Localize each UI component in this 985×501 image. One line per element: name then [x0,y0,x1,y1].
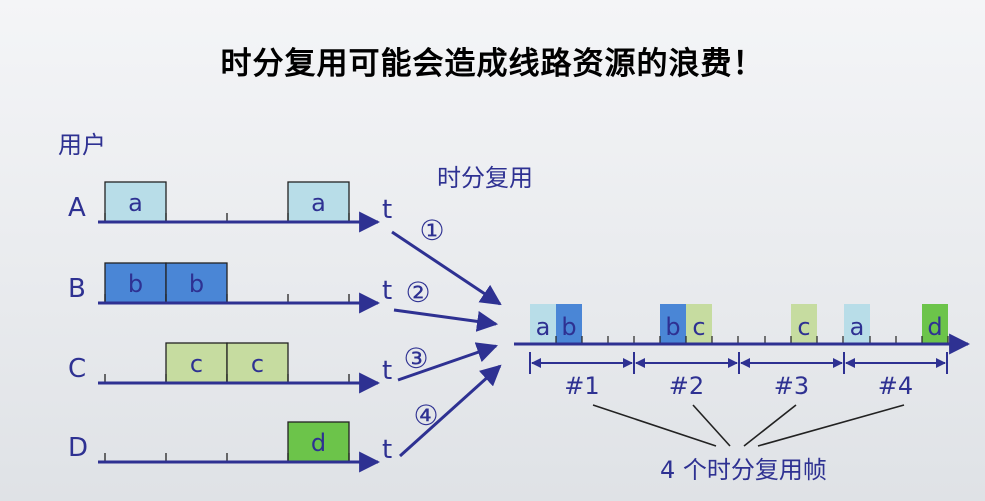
slot-label: b [128,270,143,298]
slot-label: d [311,429,326,457]
mux-cell [660,304,686,344]
channel-arrow-2 [393,308,499,332]
slot-box [104,181,167,223]
user-name: A [68,193,86,223]
channels-layer: ① ② ③ ④ [391,214,502,458]
mux-cell-label: c [692,313,705,341]
slot-label: c [190,350,203,378]
frame-number-3: #3 [774,372,809,400]
channel-number-1: ① [419,214,444,247]
frames-label: 4 个时分复用帧 [660,456,827,484]
user-name: C [68,354,86,384]
channel-number-3: ③ [403,342,428,375]
user-name: B [68,274,86,304]
time-axis-label: t [382,435,392,465]
mux-cell-label: a [536,313,551,341]
channel-arrow-3 [397,342,498,382]
frame-number-2: #2 [669,372,704,400]
mux-cell [844,304,870,344]
slot-box [287,421,350,463]
frame-pointer-line [592,404,717,447]
slot-label: b [189,270,204,298]
slot-label: c [251,350,264,378]
channel-arrow-1 [391,230,502,306]
page-title: 时分复用可能会造成线路资源的浪费！ [220,46,765,82]
slot-label: a [311,189,326,217]
frame-number-4: #4 [878,372,913,400]
slot-box [287,181,350,223]
time-axis-label: t [382,276,392,306]
mux-cell-label: b [561,313,576,341]
channel-number-2: ② [405,276,430,309]
channel-arrow-4 [398,364,502,458]
frame-pointer-line [757,404,905,447]
time-axis-label: t [382,195,392,225]
time-axis-label: t [382,356,392,386]
mux-cell [556,304,582,344]
tdm-label: 时分复用 [437,164,533,192]
mux-cell [686,304,712,344]
mux-cell [922,304,948,344]
mux-cell [530,304,556,344]
frame-number-1: #1 [564,372,599,400]
mux-cell-label: b [665,313,680,341]
slot-label: a [128,189,143,217]
channel-number-4: ④ [413,399,438,432]
mux-cell [791,304,817,344]
frame-pointer-line [692,404,731,447]
users-label: 用户 [58,131,106,159]
mux-cell-label: a [850,313,865,341]
user-name: D [68,433,88,463]
mux-cell-label: c [797,313,810,341]
frame-pointer-line [743,404,797,447]
mux-cell-label: d [927,313,942,341]
